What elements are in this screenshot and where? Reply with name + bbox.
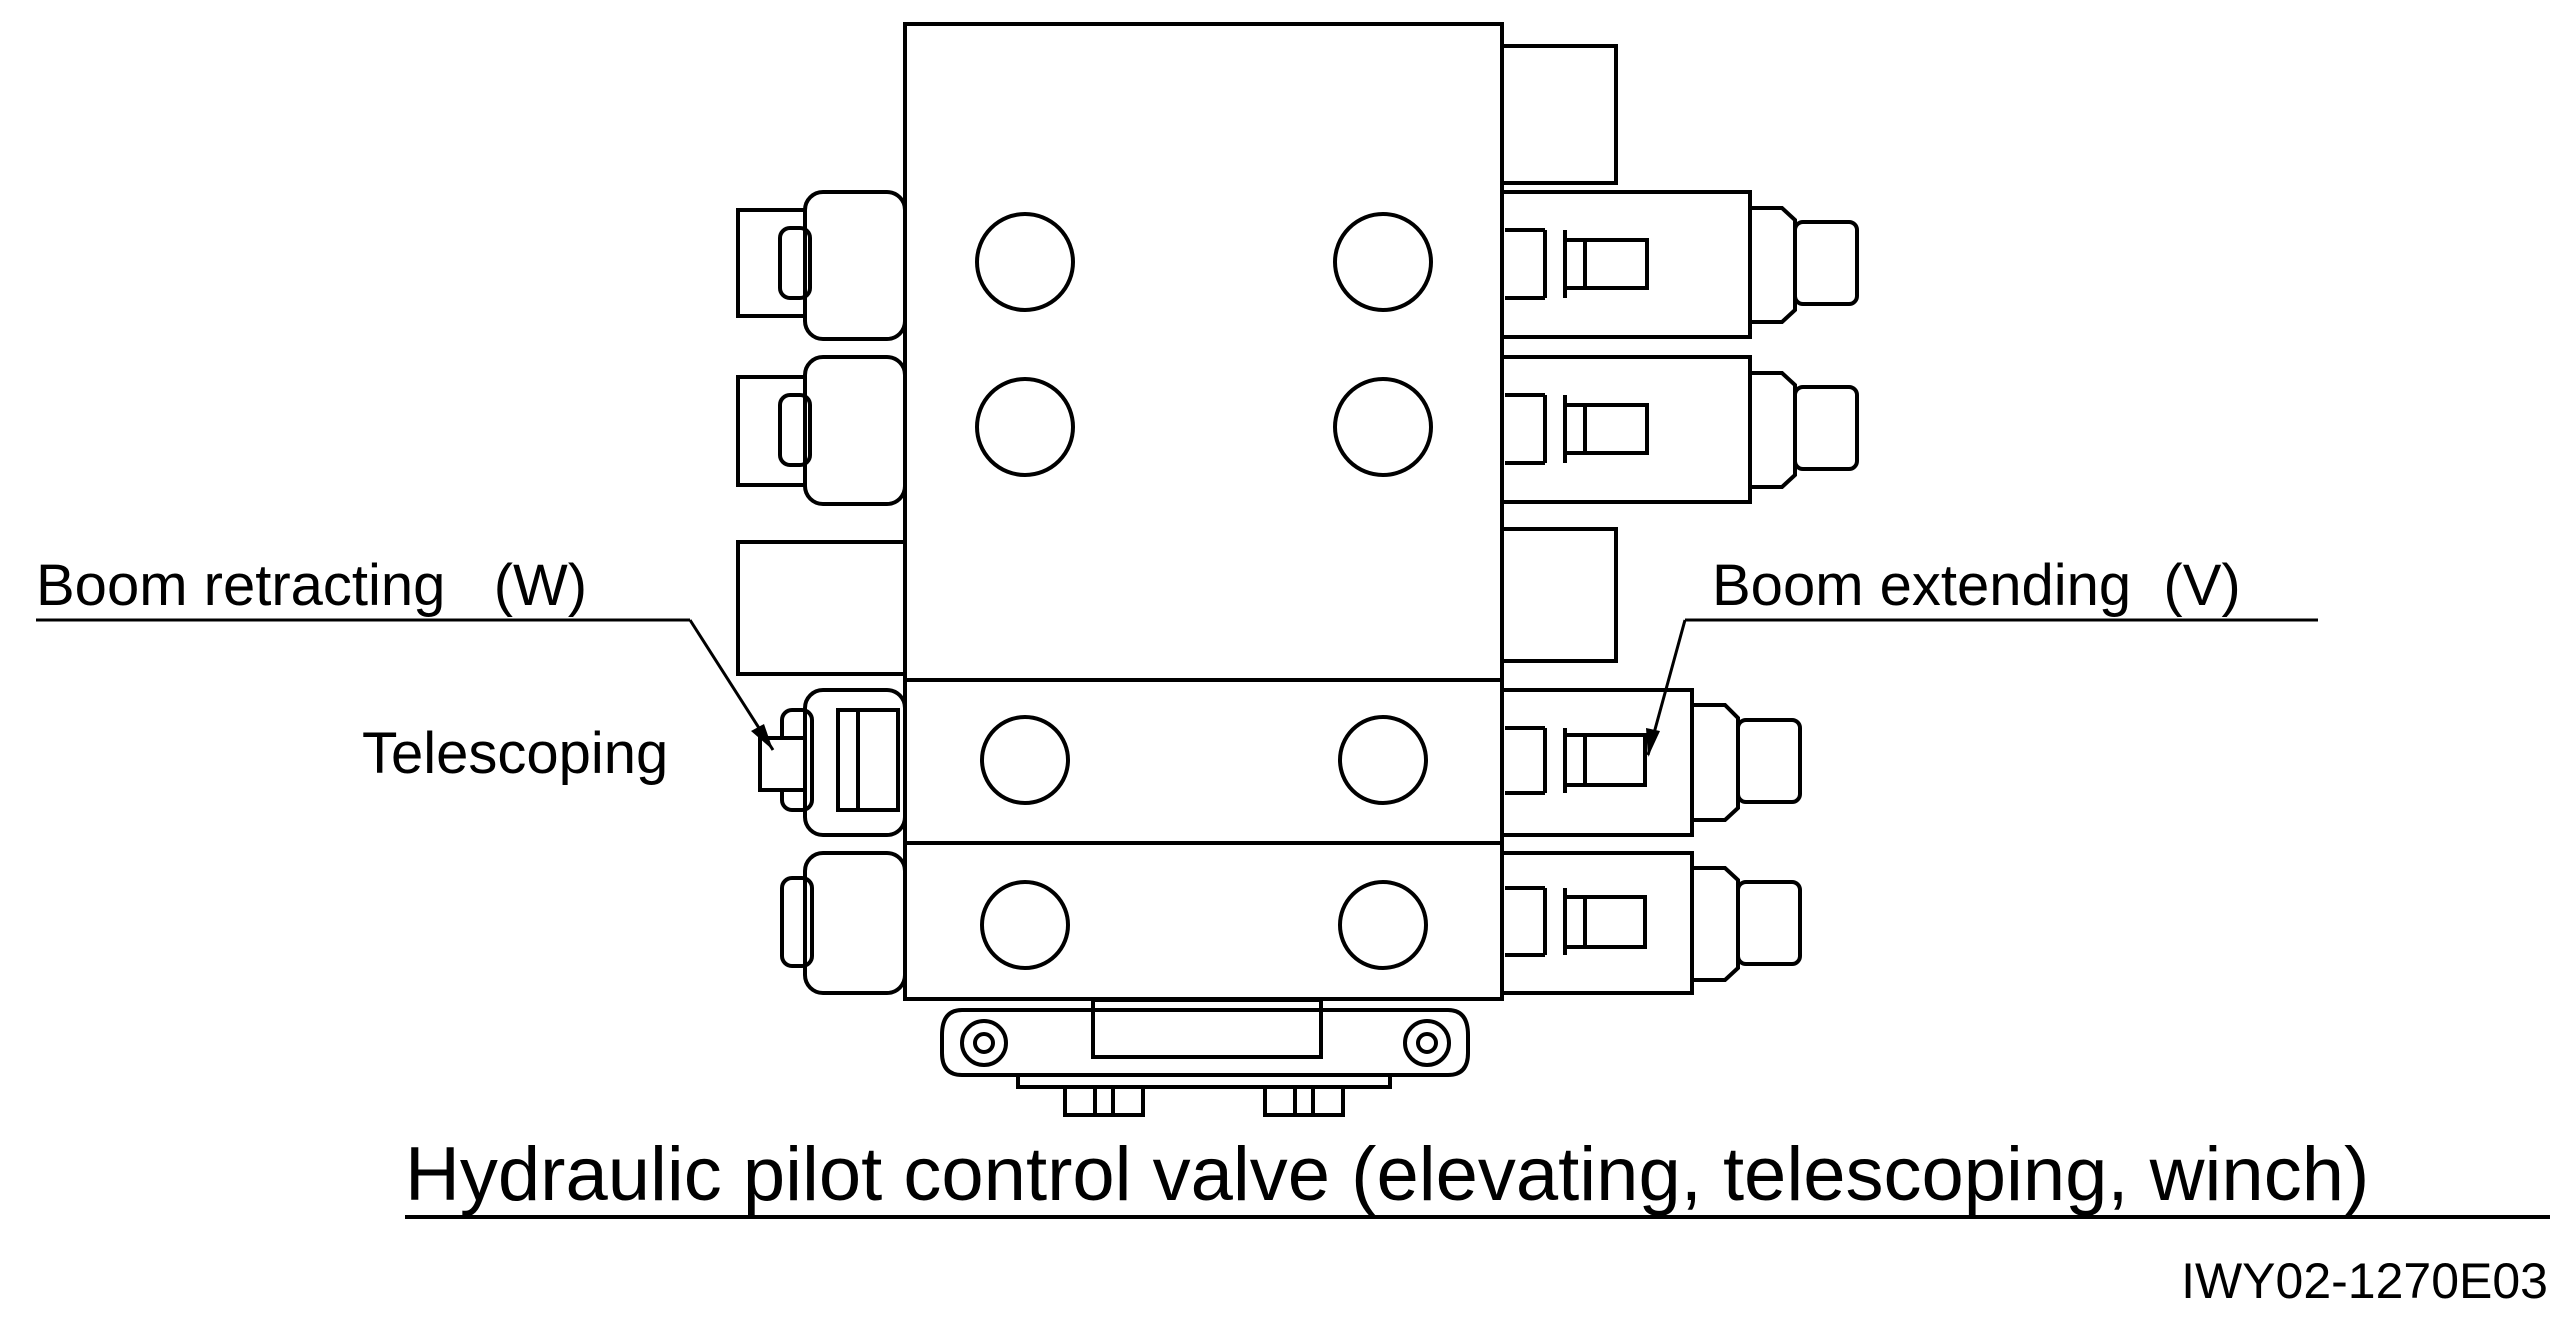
left-spool-1: [736, 190, 907, 341]
mounting-bracket: [940, 998, 1470, 1117]
callout-boom-retracting: Boom retracting (W): [36, 553, 775, 751]
right-spool-4: [1500, 851, 1802, 995]
left-block: [736, 540, 907, 676]
right-block: [1500, 527, 1618, 663]
top-right-block: [1500, 44, 1618, 185]
left-spool-telescoping: [758, 688, 907, 837]
valve-body: [903, 22, 1504, 1001]
figure-code: IWY02-1270E03: [2181, 1253, 2548, 1309]
port-circles: [975, 212, 1433, 970]
right-spool-2: [1500, 355, 1859, 504]
label-boom-retracting: Boom retracting (W): [36, 553, 587, 618]
right-spool-telescoping: [1500, 688, 1802, 837]
left-spool-2: [736, 355, 907, 506]
left-spool-4: [780, 851, 907, 995]
right-spool-1: [1500, 190, 1859, 339]
callout-boom-extending: Boom extending (V): [1646, 553, 2318, 757]
label-boom-extending: Boom extending (V): [1712, 553, 2241, 618]
caption-title: Hydraulic pilot control valve (elevating…: [405, 1132, 2369, 1217]
label-telescoping: Telescoping: [362, 721, 668, 786]
